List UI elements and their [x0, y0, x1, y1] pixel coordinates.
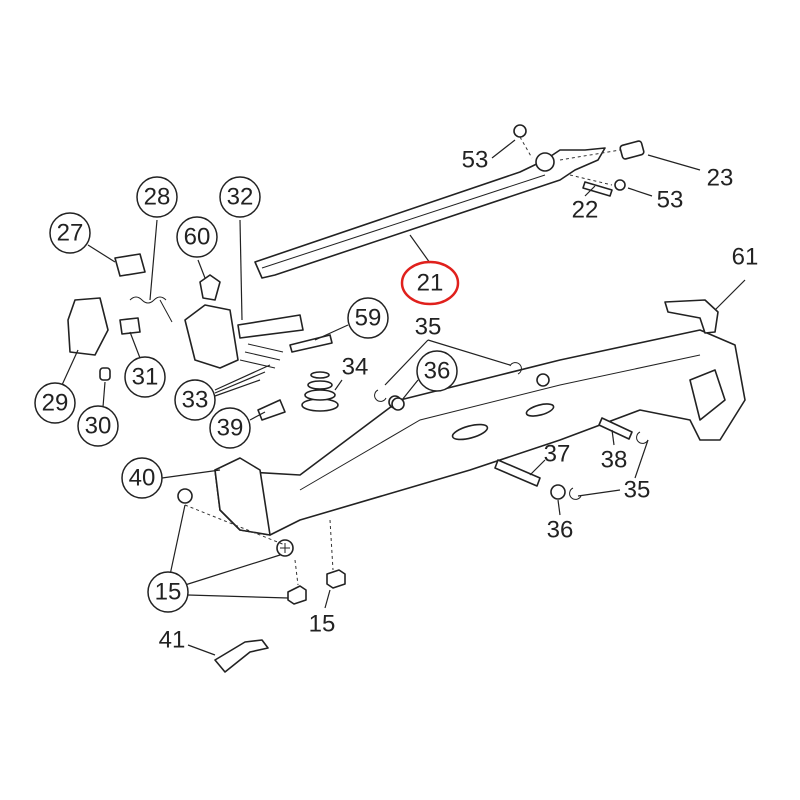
callout-31: 31 [132, 364, 159, 391]
leader-lines [61, 139, 746, 656]
callout-22: 22 [572, 197, 599, 224]
part-34-spring [301, 371, 339, 412]
callout-36: 36 [424, 358, 451, 385]
small-parts [67, 253, 719, 673]
callout-29: 29 [42, 390, 69, 417]
callout-38: 38 [601, 447, 628, 474]
callout-59: 59 [355, 305, 382, 332]
callout-30: 30 [85, 413, 112, 440]
callout-39: 39 [217, 415, 244, 442]
callouts: 53 23 53 22 21 28 32 27 60 61 59 35 36 3… [34, 147, 759, 654]
callout-53: 53 [657, 187, 684, 214]
callout-27: 27 [57, 220, 84, 247]
callout-21: 21 [417, 270, 444, 297]
highlight-circle [400, 260, 460, 306]
callout-23: 23 [707, 165, 734, 192]
callout-35: 35 [624, 477, 651, 504]
callout-32: 32 [227, 184, 254, 211]
callout-37: 37 [544, 441, 571, 468]
part-21-rail [254, 124, 645, 279]
callout-53: 53 [462, 147, 489, 174]
callout-35: 35 [415, 314, 442, 341]
callout-33: 33 [182, 387, 209, 414]
callout-15: 15 [309, 611, 336, 638]
main-frame [214, 329, 746, 536]
callout-61: 61 [732, 244, 759, 271]
callout-60: 60 [184, 224, 211, 251]
callout-36: 36 [547, 517, 574, 544]
callout-15: 15 [155, 579, 182, 606]
callout-40: 40 [129, 465, 156, 492]
callout-34: 34 [342, 354, 369, 381]
callout-28: 28 [144, 184, 171, 211]
callout-41: 41 [159, 627, 186, 654]
